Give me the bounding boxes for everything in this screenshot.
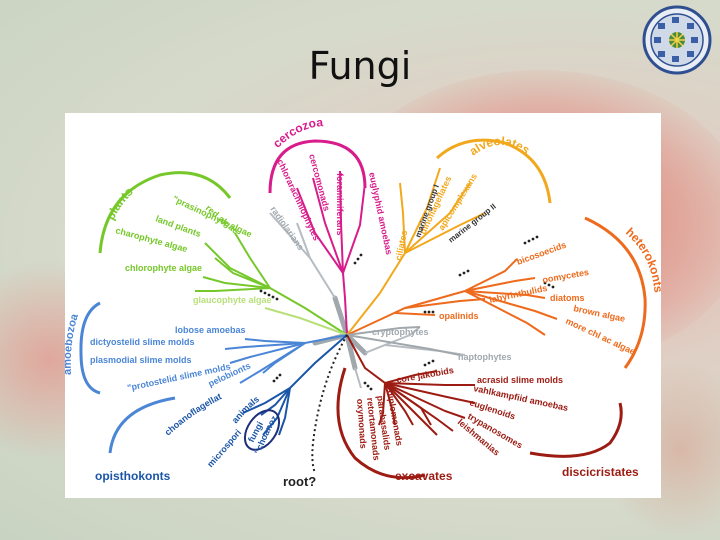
tree-of-life-panel: cercozoa alveolates heterokonts plants a… — [65, 113, 661, 498]
group-label-alveolates: alveolates — [467, 134, 533, 158]
taxon-labyrinthulids: labyrinthulids — [488, 283, 548, 305]
fungi-highlight-ring — [243, 409, 281, 451]
group-label-amoebozoa: amoebozoa — [65, 312, 81, 376]
taxon-more-chl-ac-algae: more chl ac algae — [564, 316, 637, 357]
taxon-opalinids: opalinids — [439, 311, 479, 321]
taxon-haptophytes: haptophytes — [458, 352, 512, 362]
taxon-euglyphid-amoebas: euglyphid amoebas — [367, 171, 394, 255]
taxon-plasmodial-slime-molds: plasmodial slime molds — [90, 355, 192, 365]
taxon-chlorophyte-algae: chlorophyte algae — [125, 263, 202, 273]
taxon-land-plants: land plants — [154, 213, 202, 239]
slide-title: Fungi — [308, 44, 412, 88]
taxon-core-jakobids: core jakobids — [396, 365, 455, 385]
group-label-opisthokonts: opisthokonts — [95, 469, 171, 483]
taxon-diatoms: diatoms — [550, 293, 585, 303]
group-label-plants: plants — [103, 184, 136, 222]
group-label-root: root? — [283, 474, 316, 489]
taxon-glaucophyte-algae: glaucophyte algae — [193, 295, 272, 305]
taxon-oomycetes: oomycetes — [542, 267, 590, 285]
taxon-bicosoecids: bicosoecids — [515, 240, 567, 267]
phylogenetic-tree: cercozoa alveolates heterokonts plants a… — [65, 113, 661, 489]
root-dotted-line — [311, 334, 348, 474]
taxon-oxymonads: oxymonads — [355, 398, 368, 449]
taxon-foraminiferans: foraminiferans — [335, 173, 345, 236]
group-label-discicristates: discicristates — [562, 465, 639, 479]
taxon-ciliates: ciliates — [393, 229, 409, 261]
taxon-acrasid-slime-molds: acrasid slime molds — [477, 375, 563, 385]
group-label-excavates: excavates — [395, 469, 453, 483]
emblem-logo — [642, 5, 712, 75]
taxon-dictyostelid-slime-molds: dictyostelid slime molds — [90, 337, 195, 347]
taxon-lobose-amoebas: lobose amoebas — [175, 325, 246, 335]
taxon-cryptophytes: cryptophytes — [372, 327, 429, 337]
